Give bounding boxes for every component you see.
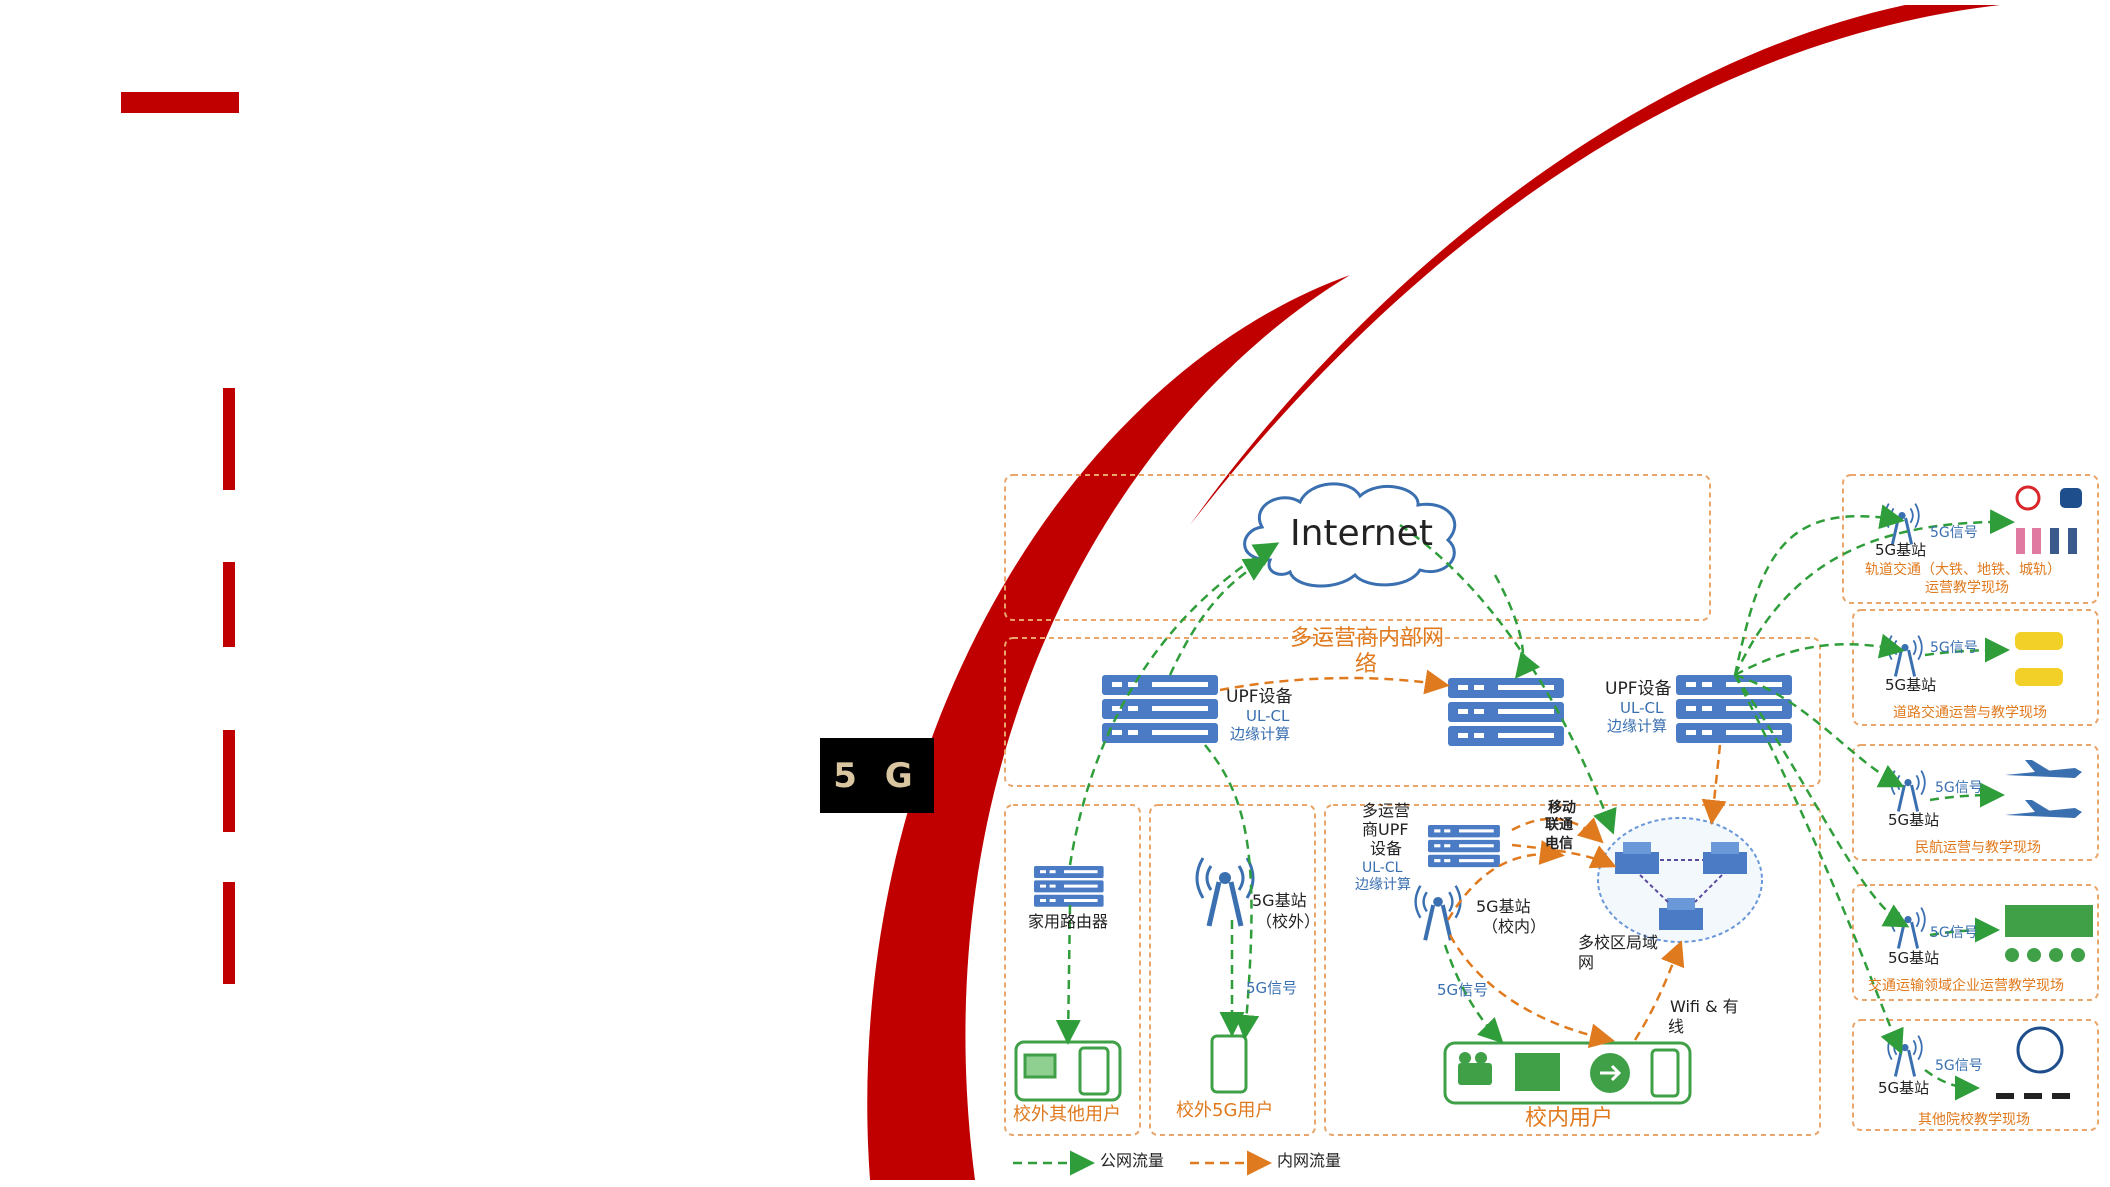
taxi-scene-icon <box>2015 632 2063 686</box>
red-marker-2 <box>223 562 235 647</box>
operator-unicom: 联通 <box>1545 817 1573 833</box>
scene1-title-2: 运营教学现场 <box>1925 580 2009 596</box>
bs-oncampus-label-2: （校内） <box>1482 917 1547 936</box>
scene2-bs: 5G基站 <box>1885 676 1937 694</box>
public-traffic-arrows <box>1055 504 2015 1101</box>
railway-scene-icon <box>2015 485 2082 554</box>
home-router-label: 家用路由器 <box>1028 912 1109 931</box>
offcampus-others-label: 校外其他用户 <box>1013 1104 1121 1125</box>
scene1-title: 轨道交通（大铁、地铁、城轨） <box>1865 562 2061 578</box>
lan-label-2: 网 <box>1578 953 1595 972</box>
upf-left-sub1: UL-CL <box>1246 707 1290 725</box>
oncampus-signal-label: 5G信号 <box>1437 981 1489 999</box>
multi-upf-l1: 多运营 <box>1362 801 1411 820</box>
multi-upf-l2: 商UPF <box>1362 820 1409 839</box>
upf-center-server-icon <box>1448 678 1564 746</box>
red-marker-3 <box>223 730 235 832</box>
oncampus-users-label: 校内用户 <box>1525 1106 1614 1131</box>
header-red-bar <box>121 92 239 113</box>
scene4-signal: 5G信号 <box>1930 925 1978 941</box>
scene3-bs: 5G基站 <box>1888 811 1940 829</box>
legend-public-label: 公网流量 <box>1100 1151 1165 1170</box>
bs-offcampus-label-2: （校外） <box>1256 912 1321 931</box>
offcampus-phone-icon <box>1210 1034 1248 1094</box>
scene5-title: 其他院校教学现场 <box>1918 1112 2030 1128</box>
operator-mobile: 移动 <box>1548 800 1576 816</box>
scene2-title: 道路交通运营与教学现场 <box>1893 705 2047 721</box>
offcampus-devices-icon <box>1014 1040 1122 1102</box>
scene4-title: 交通运输领域企业运营教学现场 <box>1868 978 2064 994</box>
scene3-tower-icon <box>1889 769 1927 813</box>
oncampus-devices-icon <box>1443 1041 1692 1105</box>
internet-label: Internet <box>1290 513 1433 554</box>
scene1-bs: 5G基站 <box>1875 541 1927 559</box>
internal-traffic-arrows <box>1219 669 1727 1049</box>
enterprise-scene-icon <box>2005 905 2093 962</box>
airplane-scene-icon <box>2005 760 2082 818</box>
scene2-tower-icon <box>1886 634 1924 678</box>
red-marker-4 <box>223 882 235 984</box>
zone-frames <box>1004 474 2099 1136</box>
lan-label: 多校区局域 <box>1578 933 1659 952</box>
offcampus-signal-label: 5G信号 <box>1246 979 1298 997</box>
multi-upf-server-icon <box>1428 825 1500 868</box>
scene3-signal: 5G信号 <box>1935 780 1983 796</box>
home-router-icon <box>1034 866 1104 907</box>
offcampus-tower-icon <box>1197 858 1253 926</box>
multi-upf-l4: UL-CL <box>1362 860 1403 876</box>
bs-offcampus-label: 5G基站 <box>1252 891 1307 910</box>
scene5-signal: 5G信号 <box>1935 1058 1983 1074</box>
5g-badge-text: 5 G <box>833 755 921 796</box>
multi-upf-l5: 边缘计算 <box>1355 877 1411 893</box>
wifi-label-2: 线 <box>1668 1017 1685 1036</box>
bs-oncampus-label: 5G基站 <box>1476 897 1531 916</box>
internet-cloud-icon <box>1243 482 1457 588</box>
college-scene-icon <box>1996 1026 2070 1099</box>
offcampus-5g-label: 校外5G用户 <box>1176 1100 1274 1121</box>
scene3-title: 民航运营与教学现场 <box>1915 840 2041 856</box>
upf-left-sub2: 边缘计算 <box>1230 725 1291 743</box>
5g-badge: 5 G <box>820 738 934 813</box>
scene1-tower-icon <box>1883 502 1921 546</box>
upf-right-sub1: UL-CL <box>1620 699 1664 717</box>
red-swoosh-decoration <box>867 5 2000 1180</box>
scene1-signal: 5G信号 <box>1930 525 1978 541</box>
scene5-bs: 5G基站 <box>1878 1079 1930 1097</box>
multi-operator-net-label: 多运营商内部网 <box>1290 626 1445 651</box>
multi-upf-l3: 设备 <box>1370 839 1403 858</box>
legend-internal-label: 内网流量 <box>1277 1151 1342 1170</box>
red-marker-1 <box>223 388 235 490</box>
multi-operator-net-label-2: 络 <box>1355 652 1378 677</box>
scene2-signal: 5G信号 <box>1930 640 1978 656</box>
upf-right-name: UPF设备 <box>1605 679 1672 699</box>
operator-telecom: 电信 <box>1545 836 1573 852</box>
upf-left-name: UPF设备 <box>1226 687 1293 707</box>
upf-right-sub2: 边缘计算 <box>1607 717 1668 735</box>
scene4-bs: 5G基站 <box>1888 949 1940 967</box>
scene5-tower-icon <box>1886 1034 1924 1078</box>
wifi-label: Wifi & 有 <box>1670 997 1739 1016</box>
upf-left-server-icon <box>1102 675 1218 743</box>
upf-right-server-icon <box>1676 675 1792 743</box>
scene4-tower-icon <box>1889 906 1927 950</box>
